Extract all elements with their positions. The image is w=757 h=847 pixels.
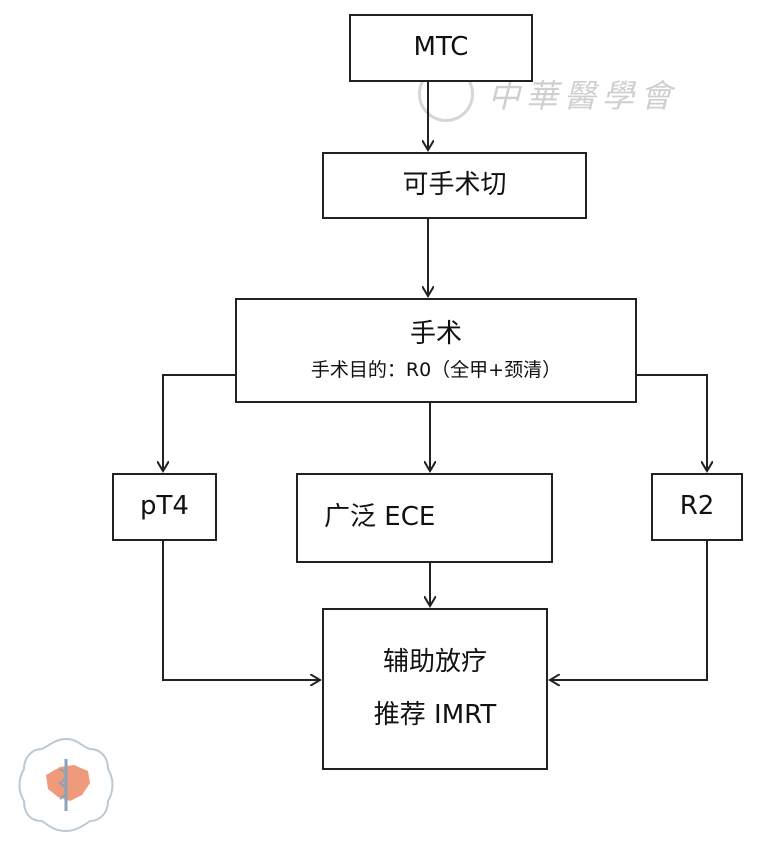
node-r2: R2: [651, 473, 743, 541]
node-subtitle: 手术目的：R0（全甲+颈清）: [310, 358, 562, 381]
arrow-surgery-r2: [637, 374, 707, 471]
arrow-pt4-adjuvant: [162, 541, 320, 680]
node-title: 手术: [409, 319, 462, 350]
cma-logo: [18, 737, 114, 833]
node-label: MTC: [413, 32, 469, 63]
arrow-surgery-pt4: [163, 374, 235, 471]
node-line1: 辅助放疗: [382, 646, 487, 677]
node-mtc: MTC: [349, 14, 533, 82]
node-ece: 广泛 ECE: [296, 473, 553, 563]
node-pt4: pT4: [112, 473, 217, 541]
node-resectable: 可手术切: [322, 152, 587, 219]
arrow-r2-adjuvant: [550, 541, 708, 680]
node-line2: 推荐 IMRT: [373, 700, 497, 730]
node-label: R2: [679, 491, 715, 522]
watermark-text: 中華醫學會: [488, 77, 679, 115]
node-label: 可手术切: [402, 169, 507, 200]
node-label: pT4: [140, 491, 189, 522]
node-adjuvant: 辅助放疗 推荐 IMRT: [322, 608, 548, 770]
watermark: 中華醫學會: [418, 66, 678, 122]
node-surgery: 手术 手术目的：R0（全甲+颈清）: [235, 298, 637, 403]
node-label: 广泛 ECE: [324, 502, 436, 533]
